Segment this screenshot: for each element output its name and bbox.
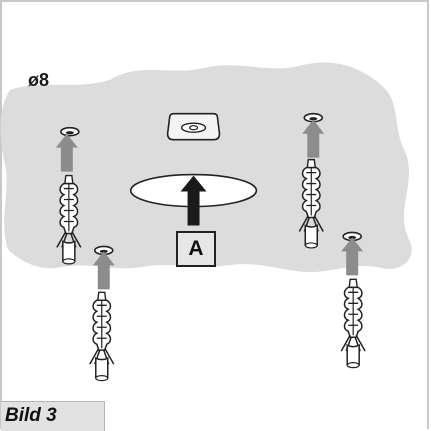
figure-caption-box: Bild 3 xyxy=(1,401,105,431)
arrow-up-black xyxy=(180,175,207,226)
mounting-plate xyxy=(166,112,221,141)
wall-plug-3 xyxy=(89,291,115,382)
part-label: A xyxy=(188,237,204,260)
wall-plug-4 xyxy=(340,278,366,369)
part-label-box: A xyxy=(176,231,216,267)
figure-caption: Bild 3 xyxy=(5,405,57,426)
drill-hole-1 xyxy=(60,126,80,137)
diameter-label: ø8 xyxy=(28,70,50,90)
